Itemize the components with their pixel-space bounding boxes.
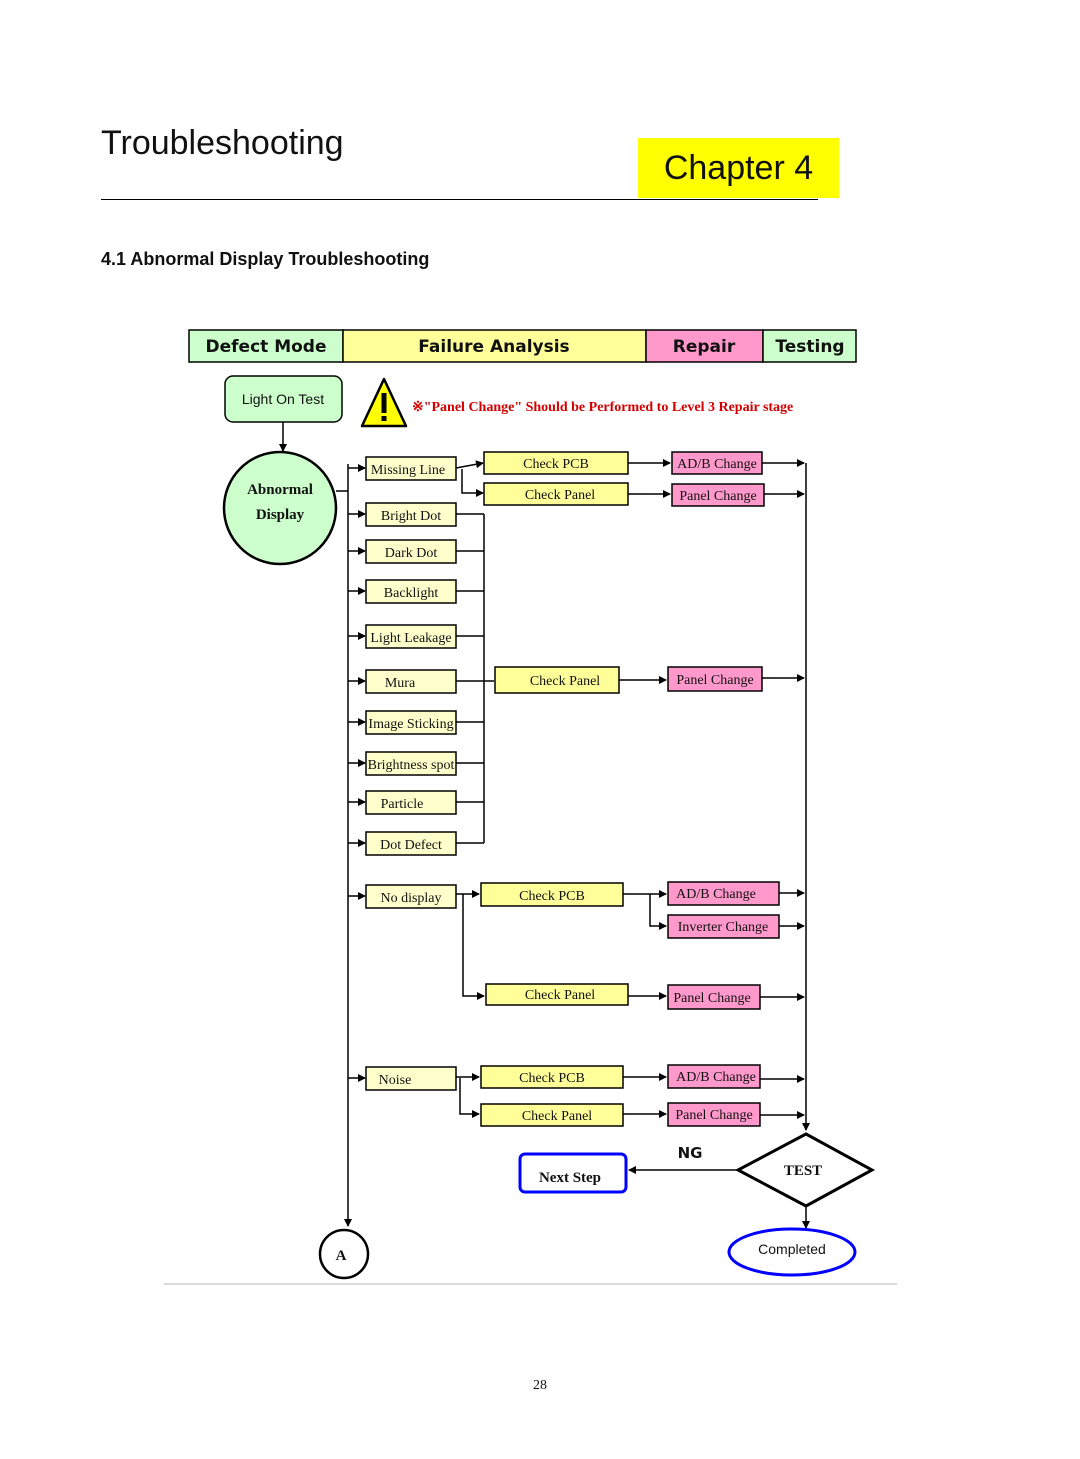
abnormal-display-label-1: Abnormal [247,482,313,498]
defect-no-display-label: No display [380,891,441,906]
chapter-badge: Chapter 4 [638,138,839,198]
header-testing [762,329,857,363]
defect-noise [365,1066,457,1091]
defect-brightness-spot-label: Brightness spot [368,758,455,773]
defect-light-leakage-label: Light Leakage [370,631,451,646]
abnormal-display-label-2: Display [256,507,305,523]
branch-no-display: Check PCB Check Panel AD/B Change Invert… [456,881,805,1010]
defect-no-display [365,884,457,909]
analysis-check-panel-label: Check Panel [525,988,595,1003]
abnormal-display-node [222,450,338,566]
analysis-check-panel [494,666,620,694]
defect-particle-label: Particle [381,797,424,812]
completed-node [727,1227,857,1277]
title-divider [101,199,818,200]
connector-a-node [318,1228,370,1280]
connector-a-label: A [336,1248,347,1264]
defect-backlight-label: Backlight [384,586,439,601]
repair-panel-change-label: Panel Change [679,489,756,504]
warning-triangle-icon [360,377,408,428]
warning-note: ※"Panel Change" Should be Performed to L… [412,400,793,415]
panel-defect-collector: Check Panel Panel Change [456,513,805,844]
page-title: Troubleshooting [101,124,344,162]
branch-noise: Check PCB Check Panel AD/B Change Panel … [456,1064,805,1127]
page-number: 28 [533,1378,547,1393]
defect-dot-defect-label: Dot Defect [380,838,442,853]
defect-missing-line [365,456,457,481]
header-testing-label: Testing [775,337,844,357]
repair-panel-change-label: Panel Change [676,673,753,688]
repair-panel-change-label: Panel Change [675,1108,752,1123]
header-failure-analysis [342,329,647,363]
repair-adb-change [667,1064,761,1089]
repair-adb-change-label: AD/B Change [676,887,756,902]
header-defect-mode [188,329,344,363]
repair-panel-change [667,666,763,692]
repair-adb-change-label: AD/B Change [677,457,757,472]
defect-image-sticking-label: Image Sticking [368,717,453,732]
repair-inverter-change-label: Inverter Change [678,920,769,935]
section-heading: 4.1 Abnormal Display Troubleshooting [101,249,430,269]
repair-adb-change-label: AD/B Change [676,1070,756,1085]
next-step-box [518,1152,628,1194]
defect-dark-dot-label: Dark Dot [385,546,438,561]
defect-bright-dot-label: Bright Dot [381,509,441,524]
light-on-test-label: Light On Test [242,391,324,407]
analysis-check-panel [485,983,629,1006]
header-defect-mode-label: Defect Mode [206,337,327,357]
defect-mura-label: Mura [385,676,416,691]
analysis-check-pcb-label: Check PCB [523,457,589,472]
analysis-check-pcb-label: Check PCB [519,1071,585,1086]
next-step-label: Next Step [539,1170,601,1186]
header-failure-analysis-label: Failure Analysis [418,337,569,357]
repair-panel-change [671,483,765,507]
header-row: Defect Mode Failure Analysis Repair Test… [188,329,857,363]
defect-missing-line-label: Missing Line [371,463,445,478]
defect-noise-label: Noise [379,1073,412,1088]
analysis-check-pcb-label: Check PCB [519,889,585,904]
branch-missing-line: Check PCB Check Panel AD/B Change Panel … [455,451,805,507]
repair-panel-change-label: Panel Change [673,991,750,1006]
analysis-check-panel-label: Check Panel [525,488,595,503]
test-decision-label: TEST [784,1163,822,1179]
defect-column: Missing Line Bright Dot Dark Dot Backlig… [348,456,457,1091]
analysis-check-panel [480,1103,624,1127]
ng-label: NG [678,1144,703,1162]
completed-label: Completed [758,1241,826,1257]
analysis-check-panel-label: Check Panel [530,674,600,689]
analysis-check-panel-label: Check Panel [522,1109,592,1124]
header-repair-label: Repair [673,337,736,357]
